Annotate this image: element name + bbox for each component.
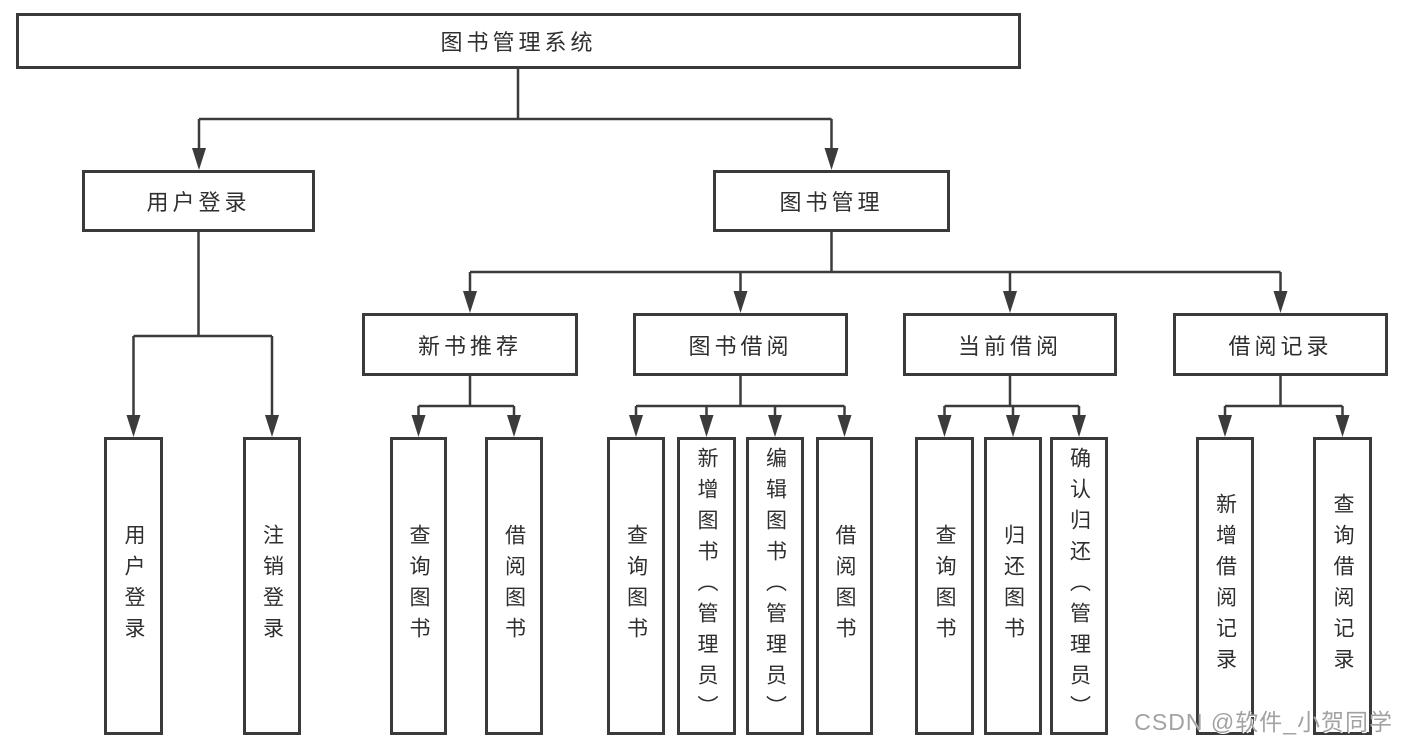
leaf-current-return-books: 归还图书 [984,437,1042,735]
leaf-borrow-query-books: 查询图书 [607,437,665,735]
arrowheads [126,148,1350,437]
csdn-watermark: CSDN @软件_小贺同学 [1134,709,1393,735]
leaf-user-login-label: 用户登录 [122,524,145,648]
leaf-current-confirm-return-label: 确认归还（管理员） [1067,446,1091,726]
leaf-borrow-add-books-label: 新增图书（管理员） [695,446,718,726]
leaf-borrow-add-books: 新增图书（管理员） [677,437,736,735]
leaf-current-query-books-label: 查询图书 [933,524,956,648]
node-borrow-record: 借阅记录 [1173,313,1388,376]
node-book-management: 图书管理 [713,170,950,232]
leaf-logout: 注销登录 [243,437,301,735]
leaf-record-query-record-label: 查询借阅记录 [1331,493,1354,679]
leaf-logout-label: 注销登录 [260,524,284,648]
leaf-borrow-borrow-books: 借阅图书 [816,437,873,735]
leaf-recommend-borrow-books-label: 借阅图书 [502,524,526,648]
node-new-book-recommend: 新书推荐 [362,313,578,376]
leaf-record-add-record-label: 新增借阅记录 [1213,493,1237,679]
leaf-recommend-borrow-books: 借阅图书 [485,437,543,735]
leaf-record-query-record: 查询借阅记录 [1313,437,1372,735]
node-current-borrow: 当前借阅 [903,313,1117,376]
leaf-borrow-borrow-books-label: 借阅图书 [833,524,856,648]
leaf-current-return-books-label: 归还图书 [1001,524,1025,648]
node-book-borrow: 图书借阅 [633,313,848,376]
leaf-borrow-edit-books-label: 编辑图书（管理员） [763,446,787,726]
node-user-login: 用户登录 [82,170,315,232]
leaf-recommend-query-books: 查询图书 [390,437,447,735]
leaf-current-confirm-return: 确认归还（管理员） [1050,437,1108,735]
leaf-user-login: 用户登录 [104,437,163,735]
node-root: 图书管理系统 [16,13,1021,69]
leaf-current-query-books: 查询图书 [915,437,974,735]
leaf-borrow-query-books-label: 查询图书 [624,524,648,648]
leaf-borrow-edit-books: 编辑图书（管理员） [746,437,804,735]
leaf-recommend-query-books-label: 查询图书 [407,524,430,648]
leaf-record-add-record: 新增借阅记录 [1196,437,1254,735]
